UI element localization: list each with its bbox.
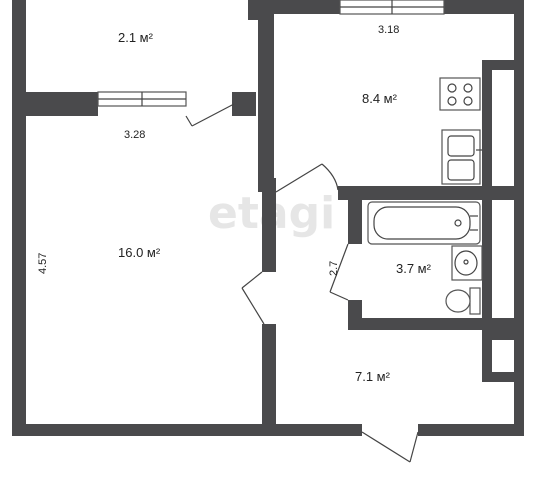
walls: [12, 0, 524, 436]
living-width-label: 3.28: [124, 129, 145, 141]
toilet-icon: [445, 287, 481, 315]
window-kitchen: [339, 0, 445, 15]
wall-kitchen-top-left: [258, 0, 340, 14]
wall-bath-bottom: [348, 318, 514, 330]
stove-icon: [439, 77, 481, 111]
bath-depth-label: 2.7: [328, 261, 340, 276]
wall-bath-left-upper: [348, 190, 362, 244]
wall-riser-top: [482, 60, 514, 70]
bath-area-label: 3.7 м²: [396, 261, 432, 276]
wall-bottom-right: [418, 424, 524, 436]
living-depth-label: 4.57: [37, 253, 49, 274]
balcony-area-label: 2.1 м²: [118, 30, 154, 45]
kitchen-area-label: 8.4 м²: [362, 91, 398, 106]
door-living: [241, 271, 265, 325]
wall-shaft-bottom: [482, 372, 514, 382]
door-kitchen: [275, 163, 339, 193]
wall-kitchen-bottom: [338, 186, 524, 200]
hall-area-label: 7.1 м²: [355, 369, 391, 384]
wall-right: [514, 0, 524, 436]
wall-left: [12, 0, 26, 436]
wall-kitchen-left-upper: [258, 0, 274, 192]
wall-corridor-lower: [262, 324, 276, 436]
wall-riser-left: [482, 60, 492, 190]
wall-bath-riser: [482, 200, 492, 320]
door-bath: [329, 243, 349, 301]
wall-shaft-top: [482, 330, 514, 340]
washbasin-icon: [451, 245, 483, 281]
wall-bottom-left: [12, 424, 362, 436]
wall-kitchen-top-right: [444, 0, 524, 14]
living-area-label: 16.0 м²: [118, 245, 161, 260]
wall-corridor-upper: [262, 178, 276, 272]
door-balcony: [185, 103, 235, 127]
sink-icon: [441, 129, 482, 185]
kitchen-width-label: 3.18: [378, 24, 399, 36]
wall-living-top-left: [12, 92, 98, 116]
bathtub-icon: [367, 201, 481, 245]
door-entrance: [361, 431, 419, 463]
wall-living-top-right: [232, 92, 256, 116]
wall-shaft-left: [482, 330, 492, 382]
window-living: [97, 91, 187, 107]
